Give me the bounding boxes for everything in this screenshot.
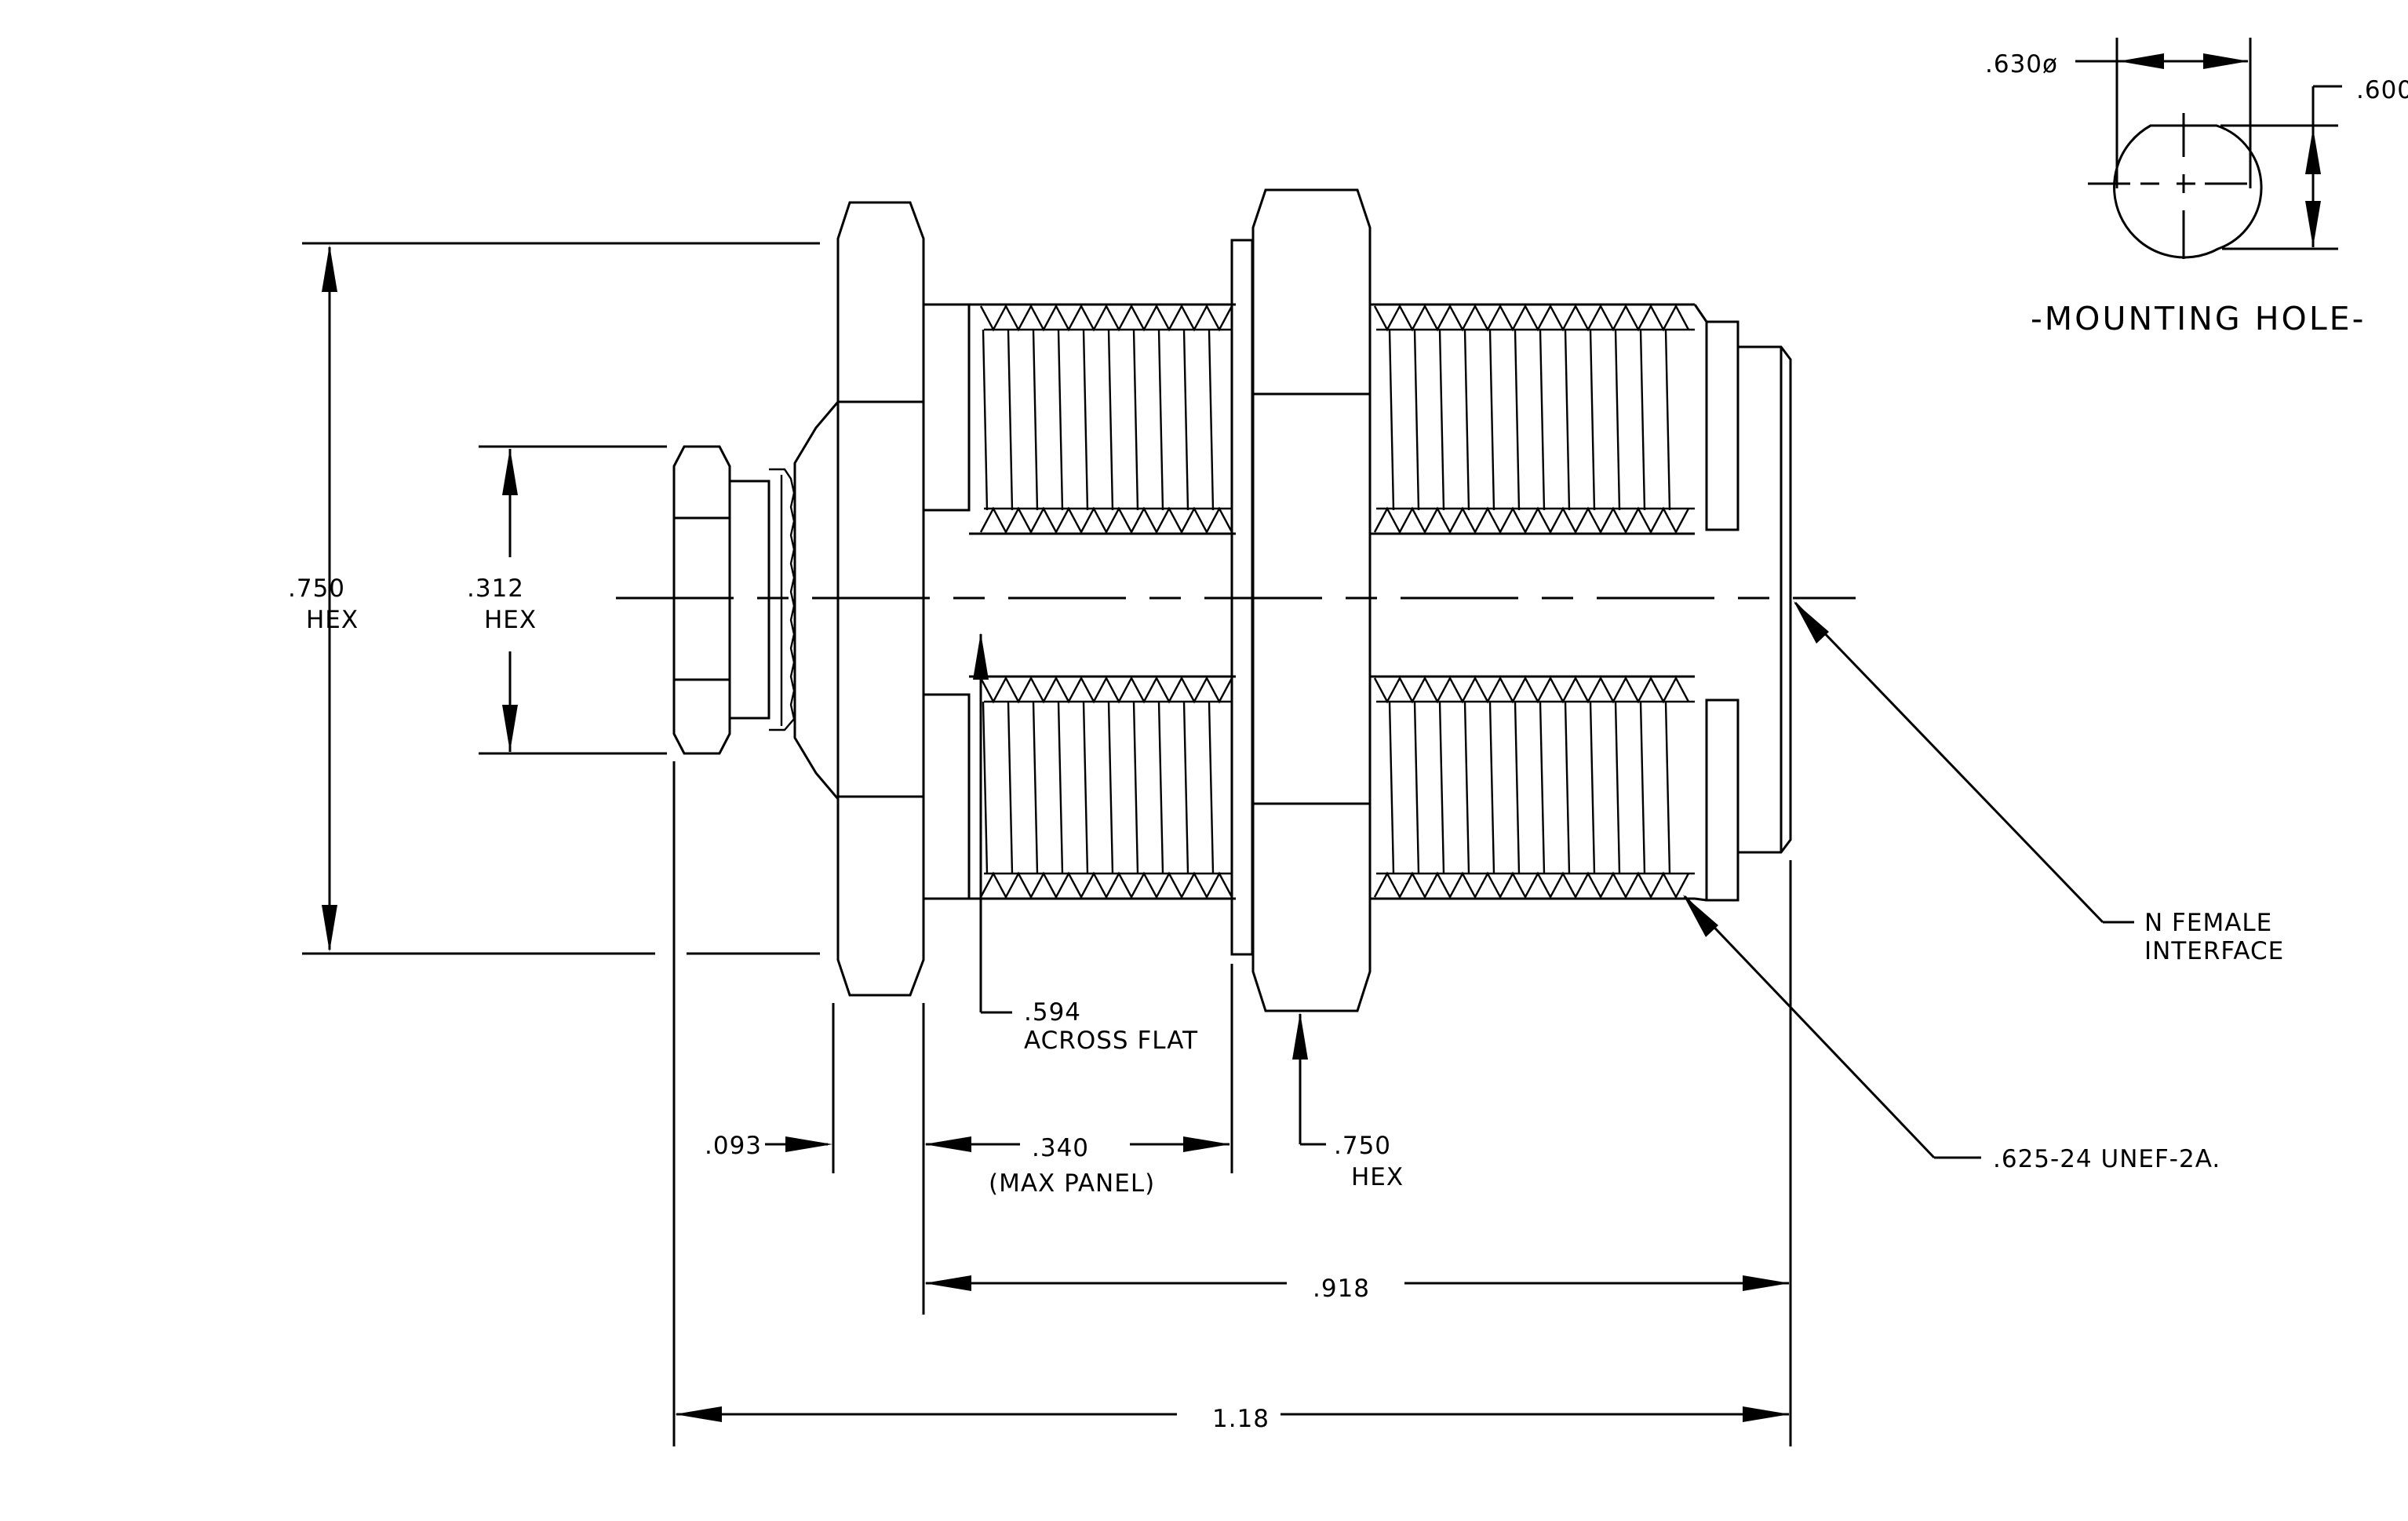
dim-312-value: .312 (467, 574, 524, 603)
thread-lower-1 (969, 675, 1236, 900)
dim-594-note: ACROSS FLAT (1024, 1027, 1198, 1055)
end-chamfer (1693, 304, 1708, 902)
dim-340 (924, 1136, 1230, 1152)
thread-callout: .625-24 UNEF-2A. (1993, 1145, 2220, 1173)
dim-594-leader (973, 633, 1012, 1014)
dim-093-value: .093 (705, 1132, 762, 1160)
dim-118-value: 1.18 (1212, 1405, 1270, 1433)
thread-lower-2 (1370, 675, 1695, 900)
thread-leader (1683, 895, 1981, 1159)
dim-093 (765, 1136, 832, 1152)
thread-upper-2 (1370, 303, 1695, 535)
dim-918-value: .918 (1313, 1275, 1370, 1303)
dim-312-hex (479, 445, 667, 755)
interface-leader (1794, 601, 2134, 924)
thread-upper-1 (969, 303, 1236, 535)
dim-340-value: .340 (1032, 1134, 1089, 1162)
end-ring-top (1705, 320, 1740, 531)
mounting-hole-view (2075, 38, 2342, 259)
dim-750-nut-note: HEX (1351, 1163, 1404, 1191)
dim-594-value: .594 (1024, 998, 1081, 1027)
interface-tip (1738, 345, 1792, 854)
shoulder-bottom (922, 693, 971, 900)
interface-callout-line1: N FEMALE (2144, 909, 2272, 937)
small-thread (769, 468, 796, 731)
shoulder-top (922, 303, 971, 512)
panel-nut-hex (1251, 188, 1372, 1012)
dim-918 (924, 1275, 1790, 1291)
dim-750-nut-leader (1292, 1012, 1326, 1146)
dim-340-note: (MAX PANEL) (989, 1169, 1155, 1198)
dim-750-hex-left-value: .750 (288, 574, 345, 603)
dim-750-hex-left (302, 242, 820, 955)
mh-dia-label: .630ø (1985, 50, 2058, 78)
interface-callout-line2: INTERFACE (2144, 937, 2284, 965)
dim-750-hex-left-note: HEX (306, 606, 359, 634)
dim-118 (675, 1406, 1790, 1422)
dim-750-nut-value: .750 (1334, 1132, 1391, 1160)
end-ring-bottom (1705, 698, 1740, 902)
extension-lines (672, 761, 1792, 1446)
mh-title: -MOUNTING HOLE- (2031, 300, 2366, 337)
mh-flat-label: .600 (2356, 76, 2408, 104)
dim-312-note: HEX (484, 606, 537, 634)
small-hex-nut (672, 398, 840, 803)
